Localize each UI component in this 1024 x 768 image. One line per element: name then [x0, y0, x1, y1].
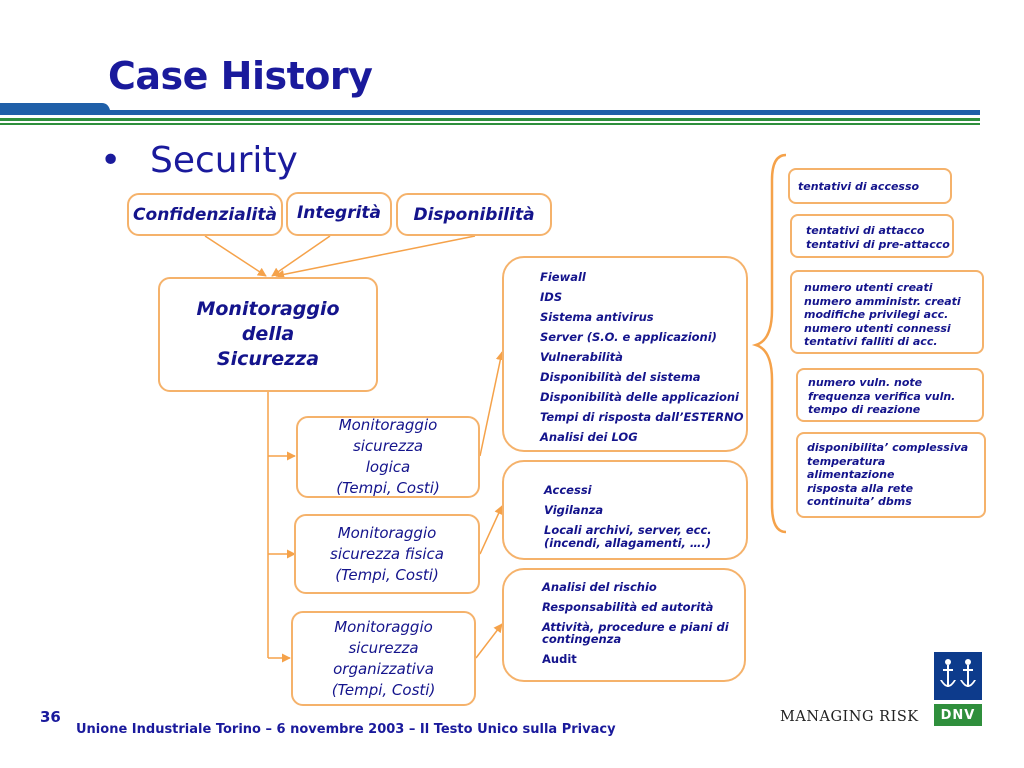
metric-line: frequenza verifica vuln. [808, 389, 956, 403]
metric-line: tentativi falliti di acc. [804, 335, 938, 348]
footer-text: Unione Industriale Torino – 6 novembre 2… [76, 722, 616, 737]
list-item: Fiewall [540, 270, 586, 284]
box-sicurezza-organizzativa: Monitoraggio sicurezza organizzativa (Te… [291, 611, 476, 706]
list-item: (incendi, allagamenti, ….) [544, 536, 712, 550]
main-line-3: Sicurezza [216, 348, 320, 370]
metric-box-attacchi: tentativi di attacco tentativi di pre-at… [790, 214, 954, 258]
metric-box-utenti: numero utenti creati numero amministr. c… [790, 270, 984, 354]
list-item: IDS [540, 290, 563, 304]
list-logica: Fiewall IDS Sistema antivirus Server (S.… [502, 256, 748, 452]
metric-line: numero utenti connessi [804, 321, 951, 335]
logica-line-4: (Tempi, Costi) [336, 479, 440, 497]
box-confidenzialita: Confidenzialità [127, 193, 283, 236]
metric-box-disponibilita: disponibilita’ complessiva temperatura a… [796, 432, 986, 518]
list-item: contingenza [542, 632, 622, 646]
list-item: Analisi dei LOG [540, 430, 638, 444]
fisica-line-3: (Tempi, Costi) [335, 565, 439, 584]
arrow-logica-list [479, 351, 505, 457]
logica-line-1: Monitoraggio [338, 416, 438, 434]
arrow-organizzativa-list [475, 623, 503, 659]
metric-line: tentativi di pre-attacco [806, 237, 950, 251]
metric-line: numero utenti creati [804, 281, 933, 294]
slide-number: 36 [40, 708, 61, 726]
organizzativa-line-3: organizzativa [333, 659, 434, 678]
dnv-logo-text: DNV [934, 704, 982, 726]
list-item: Tempi di risposta dall’ESTERNO [540, 410, 744, 424]
box-disponibilita: Disponibilità [396, 193, 552, 236]
metric-line: tentativi di accesso [798, 180, 920, 193]
metric-line: modifiche privilegi acc. [804, 308, 949, 321]
logica-line-2: sicurezza [352, 437, 424, 455]
box-monitoraggio-sicurezza: Monitoraggio della Sicurezza [158, 277, 378, 392]
list-item: Server (S.O. e applicazioni) [540, 330, 717, 344]
arrow-integrita [271, 235, 331, 277]
metric-line: temperatura [807, 454, 886, 468]
metric-line: tentativi di attacco [806, 224, 925, 237]
list-item: Accessi [544, 483, 592, 497]
main-line-2: della [241, 323, 295, 345]
metric-line: continuita’ dbms [807, 495, 912, 508]
list-item: Attività, procedure e piani di [542, 620, 729, 634]
arrow-disponibilita [275, 235, 476, 279]
curly-brace [751, 153, 787, 534]
organizzativa-line-4: (Tempi, Costi) [331, 680, 436, 699]
list-item: Sistema antivirus [540, 310, 654, 324]
fisica-line-2: sicurezza fisica [330, 544, 444, 563]
metric-box-vulnerabilita: numero vuln. note frequenza verifica vul… [796, 368, 984, 422]
bullet-text-security: Security [150, 140, 298, 181]
arrow-confidenzialita [204, 235, 267, 277]
bullet-dot: • [100, 140, 122, 181]
list-fisica: Accessi Vigilanza Locali archivi, server… [502, 460, 748, 560]
arrow-fisica-list [479, 505, 503, 555]
fisica-line-1: Monitoraggio [337, 523, 437, 542]
metric-line: numero vuln. note [808, 376, 923, 389]
organizzativa-line-2: sicurezza [348, 638, 419, 657]
main-line-1: Monitoraggio [196, 298, 340, 320]
logica-line-3: logica [365, 458, 411, 476]
metric-line: numero amministr. creati [804, 294, 961, 308]
slide-title: Case History [108, 54, 373, 98]
metric-box-accessi: tentativi di accesso [788, 168, 952, 204]
box-sicurezza-fisica: Monitoraggio sicurezza fisica (Tempi, Co… [294, 514, 480, 594]
list-item: Disponibilità del sistema [540, 370, 701, 384]
dnv-ship-logo-icon [934, 652, 982, 700]
organizzativa-line-1: Monitoraggio [334, 617, 433, 636]
header-stripes [0, 103, 980, 125]
list-item: Disponibilità delle applicazioni [540, 390, 739, 404]
list-item: Analisi del rischio [542, 580, 657, 594]
metric-line: tempo di reazione [808, 403, 921, 416]
list-item: Audit [542, 652, 577, 666]
list-item: Locali archivi, server, ecc. [544, 523, 712, 537]
list-organizzativa: Analisi del rischio Responsabilità ed au… [502, 568, 746, 682]
metric-line: risposta alla rete [807, 481, 914, 495]
managing-risk-tagline: MANAGING RISK [780, 709, 919, 725]
list-item: Responsabilità ed autorità [542, 600, 714, 614]
metric-line: alimentazione [807, 468, 895, 481]
box-sicurezza-logica: Monitoraggio sicurezza logica (Tempi, Co… [296, 416, 480, 498]
box-integrita: Integrità [286, 192, 392, 236]
metric-line: disponibilita’ complessiva [807, 441, 969, 454]
list-item: Vulnerabilità [540, 350, 623, 364]
list-item: Vigilanza [544, 503, 604, 517]
